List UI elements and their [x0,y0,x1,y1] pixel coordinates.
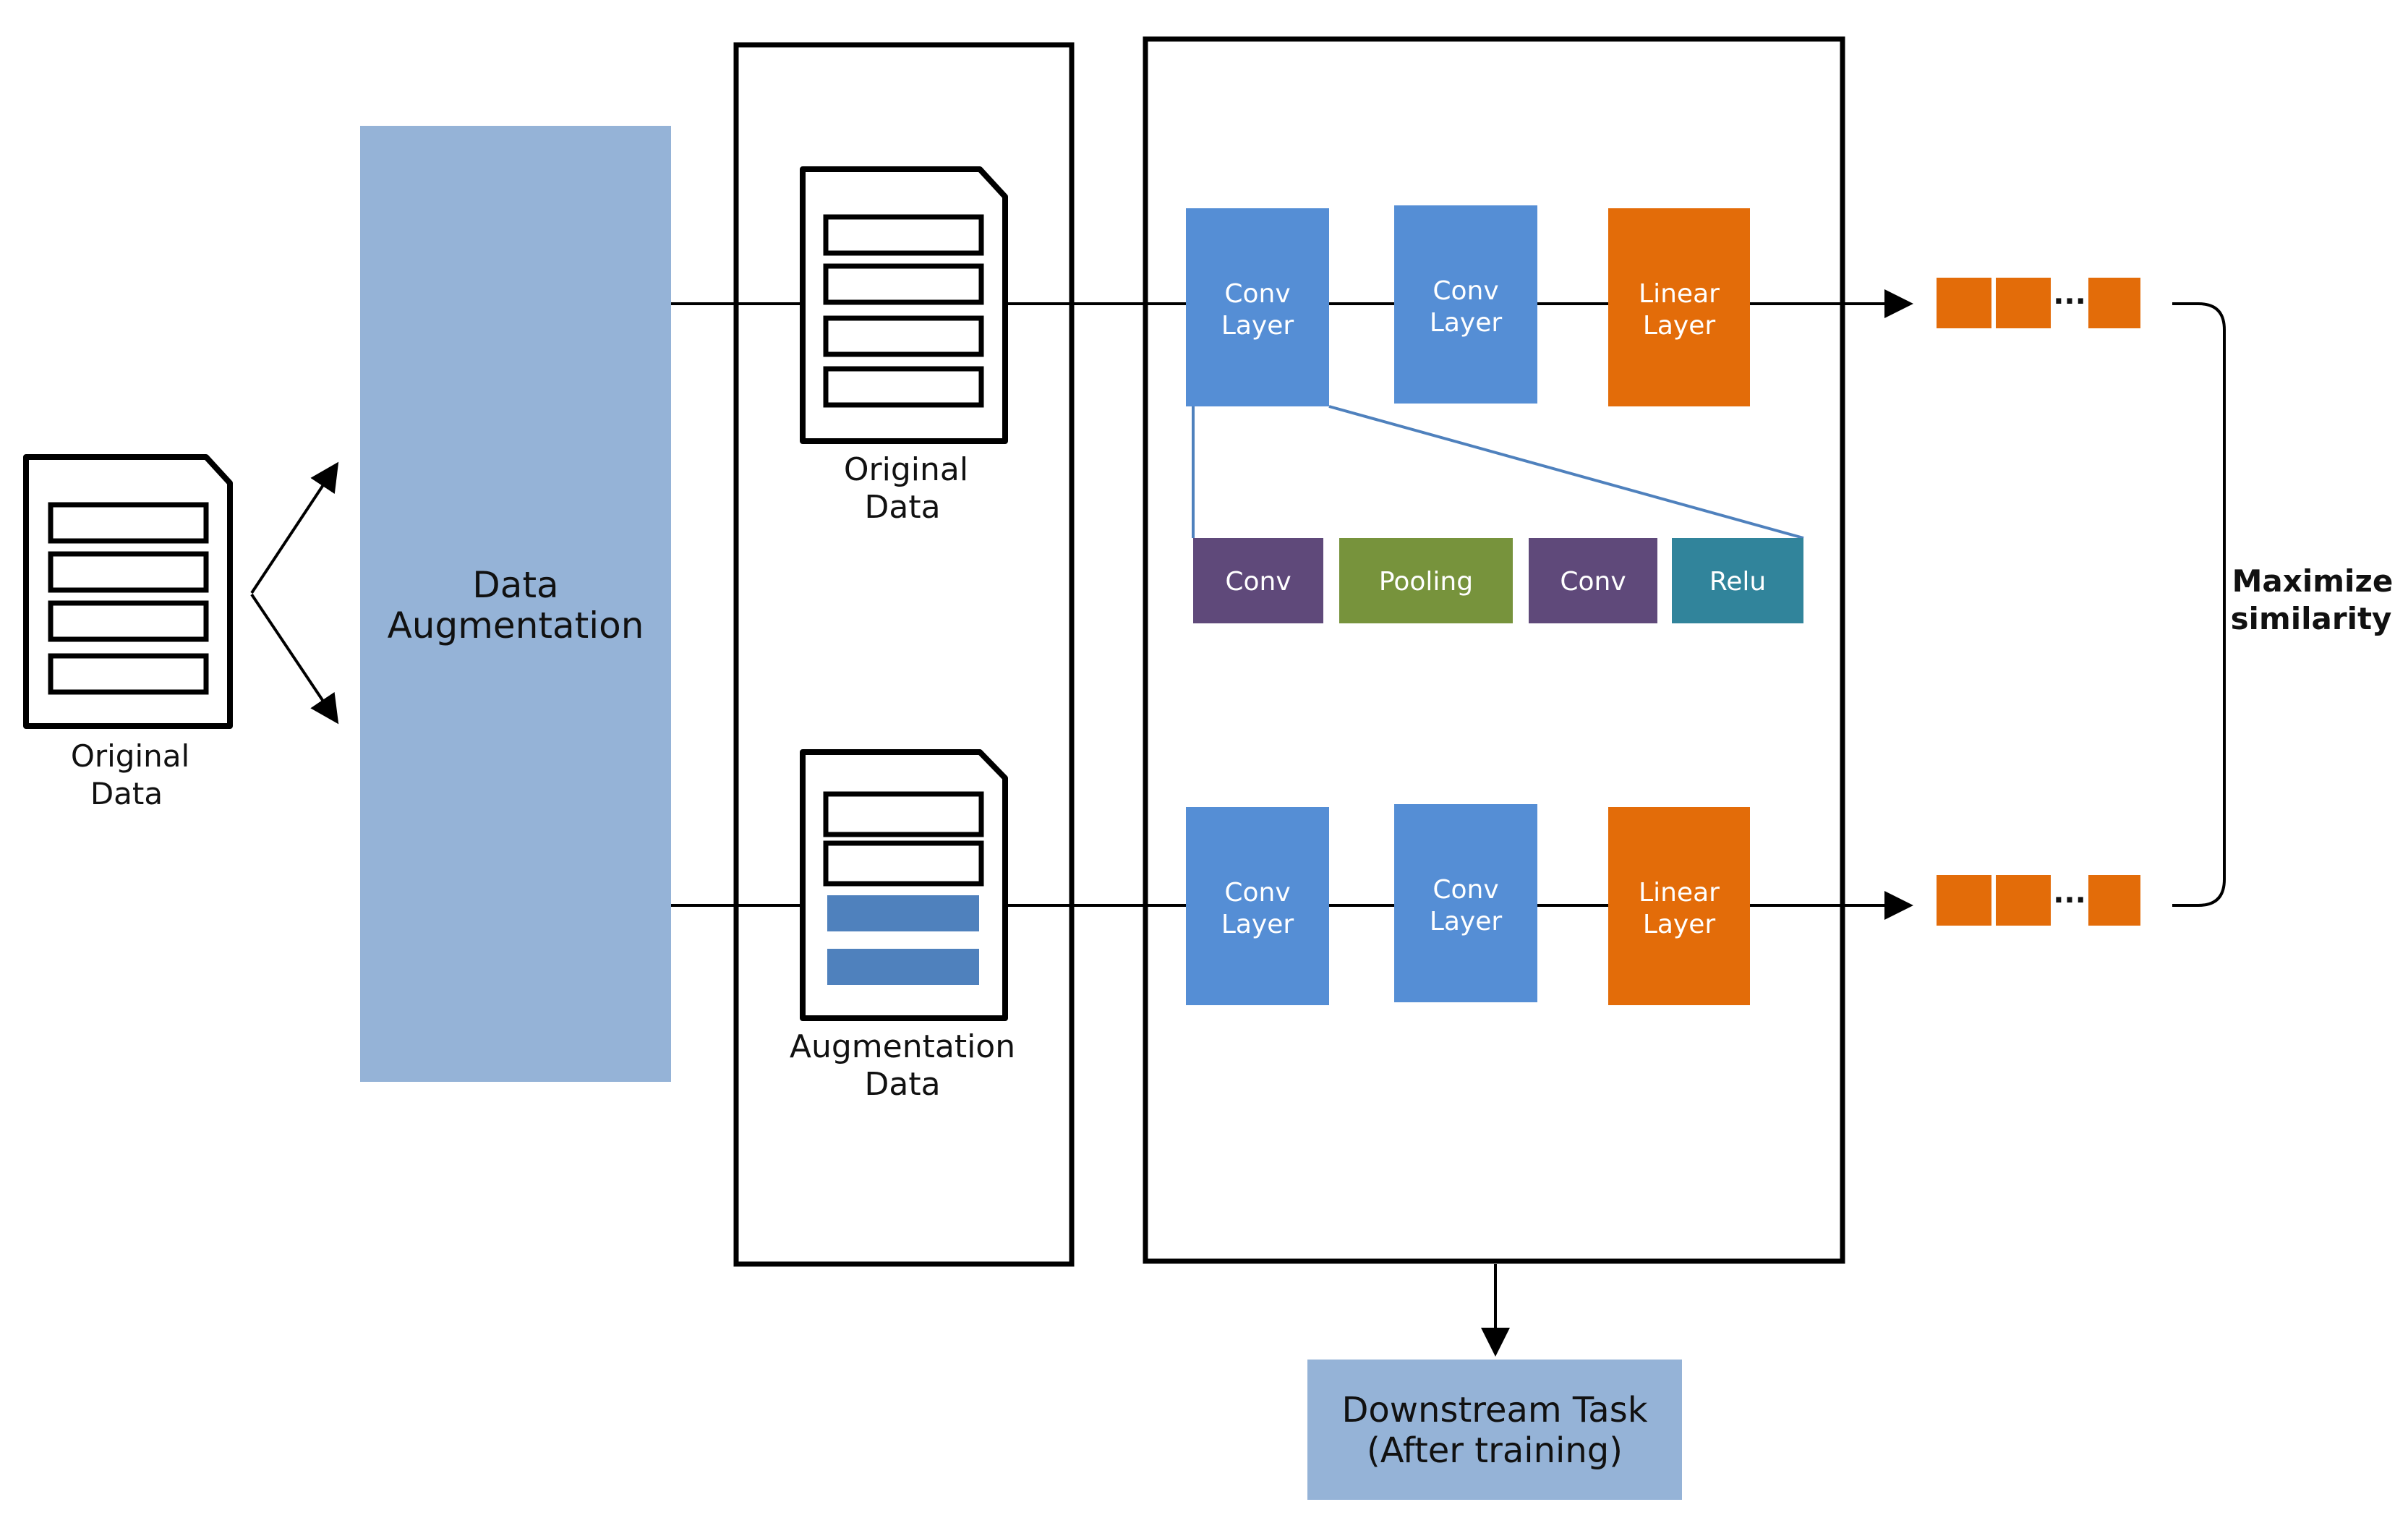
conv-layer-bottom-2 [1394,804,1537,1002]
split-arrow-up [250,461,339,594]
mid-original-database-icon [800,166,1008,444]
linear-layer-bottom-label: Linear [1639,878,1720,908]
linear-layer-bottom [1608,807,1750,1005]
data-views-box [733,42,1075,1267]
linear-layer-top-label-2: Layer [1643,311,1716,341]
encoder-box [1143,36,1845,1264]
breakdown-pooling-label: Pooling [1379,567,1473,597]
data-augmentation-label-2: Augmentation [388,605,644,646]
linear-layer-bottom-label-2: Layer [1643,910,1716,939]
downstream-task-label: Downstream Task [1341,1390,1647,1430]
maximize-similarity-label-2: similarity [2231,601,2392,636]
mid-original-data-label-2: Data [864,489,940,526]
data-augmentation-panel [360,126,671,1082]
data-augmentation-label: Data [472,564,558,606]
conv-layer-top-1-label: Conv [1224,279,1290,309]
similarity-bracket [2172,302,2226,907]
breakdown-conv-1-label: Conv [1225,567,1291,597]
mid-augmentation-database-icon [800,749,1008,1021]
embedding-bottom [1937,875,2140,926]
embedding-top [1937,278,2140,328]
breakdown-pooling [1339,538,1513,623]
conv-layer-top-1 [1186,208,1329,406]
split-arrow-down [250,593,339,725]
left-database-icon [23,454,233,729]
mid-augmentation-data-label-2: Data [864,1066,940,1103]
mid-original-data-label: Original [844,451,968,488]
downstream-task-box [1307,1360,1682,1500]
conv-layer-bottom-1-label: Conv [1224,878,1290,908]
conv-layer-bottom-2-label-2: Layer [1430,907,1503,936]
conv-layer-bottom-1 [1186,807,1329,1005]
breakdown-conv-1 [1193,538,1323,623]
conv-layer-top-2 [1394,205,1537,404]
embedding-bottom-ellipsis: ... [2053,876,2086,910]
zoom-line-right [1328,405,1804,539]
conv-layer-bottom-2-label: Conv [1433,875,1498,905]
maximize-similarity-label: Maximize [2232,563,2394,599]
conv-layer-top-1-label-2: Layer [1221,311,1294,341]
breakdown-relu-label: Relu [1709,567,1766,597]
left-original-data-label-2: Data [90,776,163,811]
downstream-task-label-2: (After training) [1367,1430,1623,1471]
linear-layer-top [1608,208,1750,406]
breakdown-conv-2-label: Conv [1560,567,1626,597]
breakdown-relu [1672,538,1803,623]
mid-augmentation-data-label: Augmentation [790,1028,1015,1065]
left-original-data-label: Original [71,738,189,774]
conv-layer-top-2-label: Conv [1433,276,1498,306]
conv-layer-top-2-label-2: Layer [1430,308,1503,338]
embedding-top-ellipsis: ... [2053,278,2086,311]
conv-layer-bottom-1-label-2: Layer [1221,910,1294,939]
linear-layer-top-label: Linear [1639,279,1720,309]
breakdown-conv-2 [1529,538,1657,623]
